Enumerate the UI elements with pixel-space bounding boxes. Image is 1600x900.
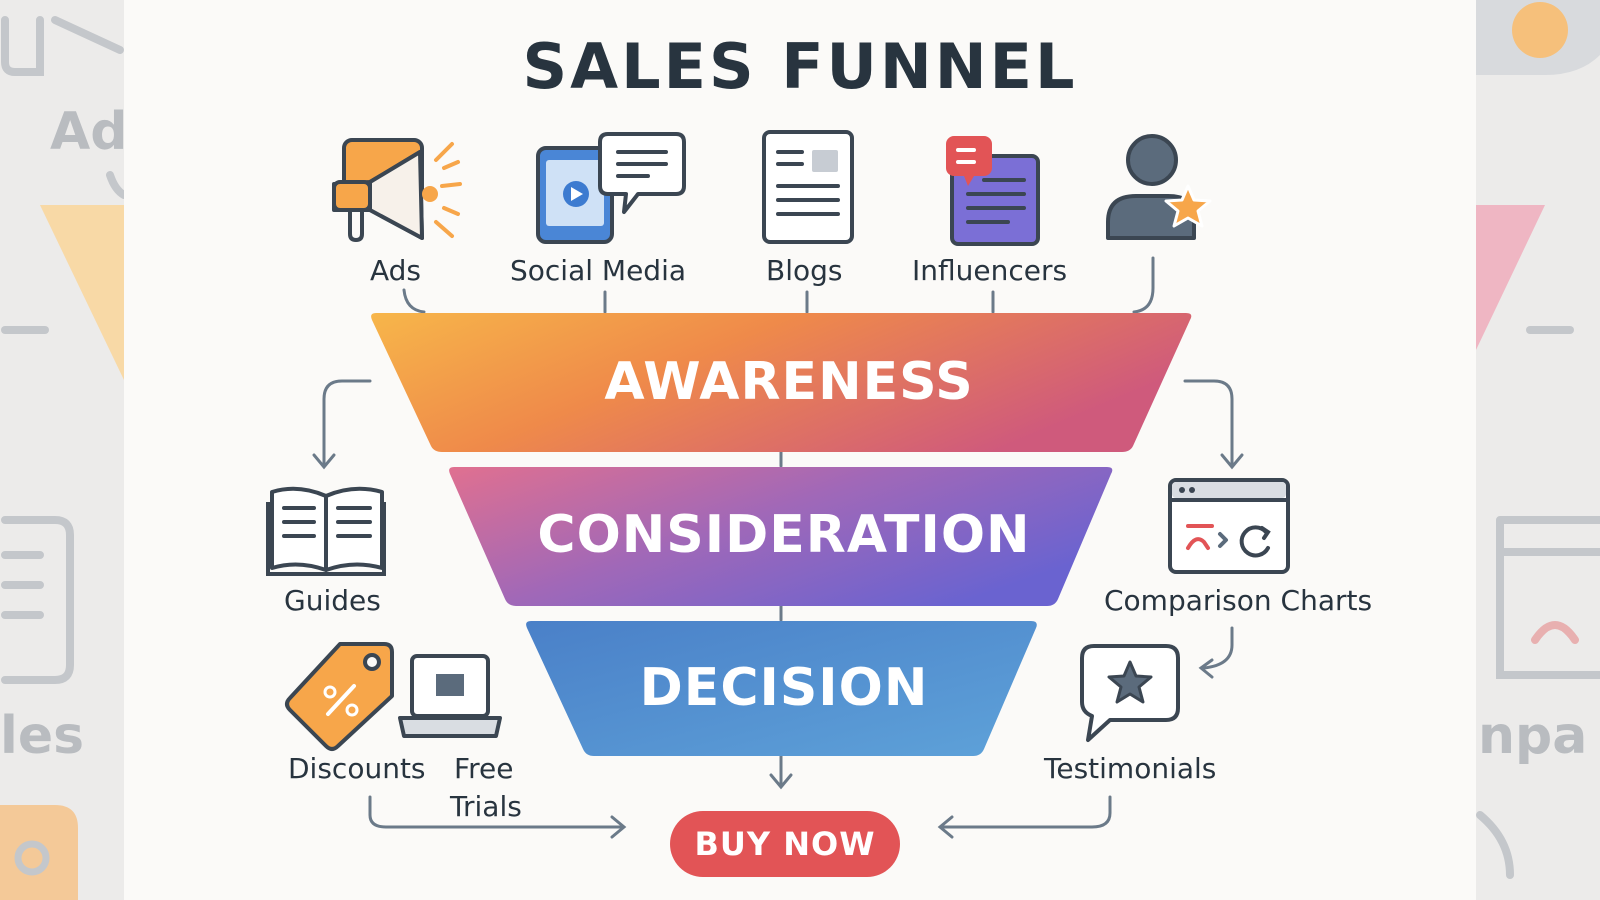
influencer-profile-icon [946,136,1040,246]
buy-now-button[interactable]: BUY NOW [670,811,900,877]
comparison-chart-icon [1168,478,1290,574]
stage-label-decision: DECISION [639,658,929,718]
tactic-label-free-trials-line1: Free [454,752,514,785]
stage-label-awareness: AWARENESS [604,352,974,412]
source-label-social-media: Social Media [510,254,687,287]
testimonial-star-bubble-icon [1080,644,1180,742]
background-text-left-bottom: les [0,706,85,766]
user-star-icon [1106,134,1212,240]
diagram-title: SALES FUNNEL [522,30,1078,103]
source-label-blogs: Blogs [766,254,843,287]
source-label-influencers: Influencers [912,254,1068,287]
background-text-left-top: Ad [50,102,128,162]
tactic-label-free-trials-line2: Trials [450,790,522,823]
social-media-icon [536,132,686,244]
background-text-right-bottom: npa [1478,706,1588,766]
diagram-canvas: SALES FUNNEL [124,0,1476,900]
guides-book-icon [266,486,386,576]
tactic-label-guides: Guides [284,584,381,617]
tactic-label-discounts: Discounts [288,752,426,785]
blog-article-icon [762,130,854,244]
tactic-label-testimonials: Testimonials [1044,752,1217,785]
laptop-icon [398,654,502,738]
source-label-ads: Ads [370,254,422,287]
discount-tag-icon [285,642,394,751]
stage-label-consideration: CONSIDERATION [537,505,1031,565]
megaphone-icon [332,138,462,243]
funnel-graphic [266,130,1290,839]
tactic-label-comparison-charts: Comparison Charts [1104,584,1373,617]
